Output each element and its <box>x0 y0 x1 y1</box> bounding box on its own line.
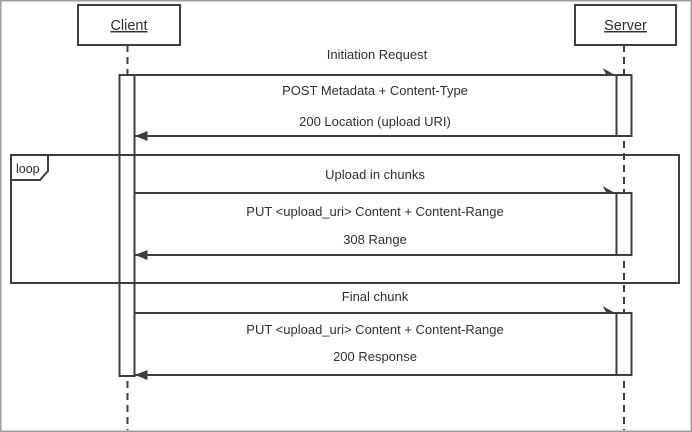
server-activation-bar-final <box>615 312 633 376</box>
client-activation-bar <box>118 74 136 377</box>
server-activation-bar-loop <box>615 192 633 256</box>
final-section-title: Final chunk <box>342 289 409 304</box>
initiation-response-arrowhead <box>135 131 148 141</box>
loop-section-title: Upload in chunks <box>325 167 425 182</box>
initiation-section-title: Initiation Request <box>327 47 428 62</box>
loop-response-arrowhead <box>135 250 148 260</box>
final-response-arrowhead <box>135 370 148 380</box>
client-actor-label: Client <box>110 18 147 34</box>
initiation-response-label: 200 Location (upload URI) <box>299 114 451 129</box>
loop-response-label: 308 Range <box>343 232 407 247</box>
server-actor-box <box>574 4 677 46</box>
initiation-request-arrowhead <box>602 68 616 76</box>
final-request-label: PUT <upload_uri> Content + Content-Range <box>246 322 503 337</box>
server-actor-label: Server <box>604 18 647 34</box>
loop-operator-label: loop <box>16 162 40 176</box>
loop-request-arrowhead <box>602 186 616 194</box>
client-actor-box <box>77 4 181 46</box>
loop-operator-pentagon <box>10 154 49 181</box>
final-request-arrowhead <box>602 306 616 314</box>
loop-request-label: PUT <upload_uri> Content + Content-Range <box>246 204 503 219</box>
server-activation-bar-initiation <box>615 74 633 137</box>
final-response-label: 200 Response <box>333 349 417 364</box>
initiation-request-label: POST Metadata + Content-Type <box>282 83 468 98</box>
loop-fragment-frame <box>10 154 680 284</box>
